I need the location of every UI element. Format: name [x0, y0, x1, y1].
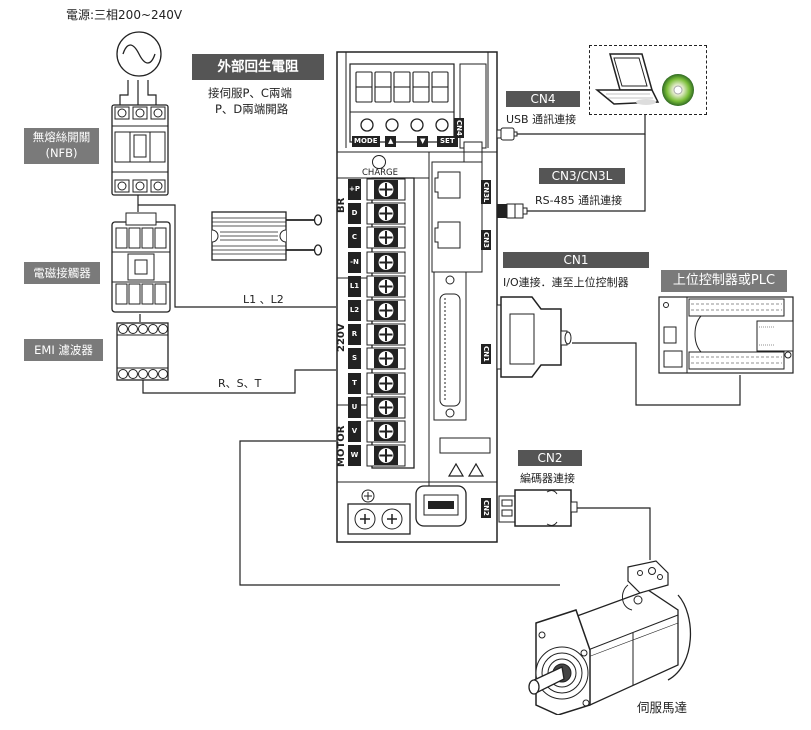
terminal-screw-icon: [366, 444, 406, 467]
terminal-c: C: [348, 226, 412, 249]
regen-resistor-title: 外部回生電阻: [192, 54, 324, 80]
emi-filter-label: EMI 濾波器: [24, 339, 103, 361]
terminal-screw-icon: [366, 347, 406, 370]
terminal-v: V: [348, 420, 412, 443]
terminal-screw-icon: [366, 299, 406, 322]
cn2-plug-drawing: [498, 489, 578, 527]
terminal-label: L2: [348, 300, 361, 321]
terminal-label: D: [348, 203, 361, 225]
terminal-label: W: [348, 445, 361, 467]
ac-sine-icon: [116, 31, 162, 77]
terminal-screw-icon: [366, 372, 406, 395]
cn2-desc: 編碼器連接: [520, 472, 575, 485]
warning-icons: [447, 462, 485, 477]
terminal-t: T: [348, 372, 412, 395]
terminal-l1: L1: [348, 275, 412, 298]
terminal-label: V: [348, 421, 361, 442]
terminal-screw-icon: [366, 202, 406, 225]
rs485-plug-icon: [497, 203, 528, 219]
plc-label: 上位控制器或PLC: [661, 270, 787, 292]
cn2-title: CN2: [518, 450, 582, 466]
terminal-screw-icon: [366, 251, 406, 274]
terminal-label: U: [348, 396, 361, 418]
wiring-rst-label: R、S、T: [218, 377, 262, 390]
usb-plug-icon: [496, 127, 518, 141]
terminal-p: +P: [348, 178, 412, 201]
terminal-label: C: [348, 227, 361, 249]
terminal-r: R: [348, 323, 412, 346]
terminal-w: W: [348, 444, 412, 467]
plc-drawing: [658, 296, 794, 374]
cn4-title: CN4: [506, 91, 580, 107]
wiring-l1-l2-label: L1 、L2: [243, 293, 284, 306]
port-tag-cn3: CN3: [481, 230, 491, 250]
cn1-desc: I/O連接．連至上位控制器: [503, 276, 629, 289]
terminal-label: +P: [348, 179, 361, 200]
emi-filter-drawing: [116, 322, 169, 381]
terminal-d: D: [348, 202, 412, 225]
terminal-screw-icon: [366, 420, 406, 443]
port-tag-cn2: CN2: [481, 498, 491, 518]
terminal-group-motor: MOTOR: [336, 425, 347, 467]
servo-motor-drawing: [528, 560, 692, 715]
port-tag-cn1: CN1: [481, 344, 491, 364]
terminal-group-br: BR: [336, 197, 347, 213]
regen-resistor-note-2: P、D兩端開路: [215, 102, 289, 116]
terminal-screw-icon: [366, 323, 406, 346]
terminal-u: U: [348, 396, 412, 419]
terminal-l2: L2: [348, 299, 412, 322]
down-button[interactable]: ▼: [417, 136, 429, 147]
terminal-screw-icon: [366, 275, 406, 298]
nfb-label: 無熔絲開關 (NFB): [24, 128, 99, 164]
software-cd-icon: [662, 74, 694, 106]
port-tag-cn4: CN4: [454, 118, 464, 138]
nfb-breaker-drawing: [111, 104, 169, 196]
terminal-screw-icon: [366, 396, 406, 419]
terminal-n: -N: [348, 251, 412, 274]
terminal-screw-icon: [366, 178, 406, 201]
contactor-drawing: [111, 212, 171, 313]
nfb-label-line1: 無熔絲開關: [32, 130, 91, 144]
cn3-desc: RS-485 通訊連接: [535, 194, 623, 207]
up-button[interactable]: ▲: [385, 136, 397, 147]
power-source-label: 電源:三相200~240V: [66, 8, 183, 22]
charge-label: CHARGE: [362, 168, 399, 178]
seven-segment-display: [355, 71, 449, 103]
cn1-title: CN1: [503, 252, 649, 268]
pc-software-box: [589, 45, 707, 115]
drive-panel-buttons: MODE ▲ ▼ SET: [352, 136, 462, 147]
set-button[interactable]: SET: [437, 136, 458, 147]
terminal-label: L1: [348, 275, 361, 297]
cn3-title: CN3/CN3L: [539, 168, 625, 184]
terminal-label: -N: [348, 251, 361, 273]
terminal-label: R: [348, 324, 361, 346]
regen-resistor-note-1: 接伺服P、C兩端: [208, 86, 292, 100]
cn4-desc: USB 通訊連接: [506, 113, 577, 126]
terminal-group-220v: 220V: [336, 323, 347, 352]
terminal-s: S: [348, 347, 412, 370]
port-tag-cn3l: CN3L: [481, 180, 491, 205]
mode-button[interactable]: MODE: [352, 136, 380, 147]
contactor-label: 電磁接觸器: [24, 262, 100, 284]
terminal-screw-icon: [366, 226, 406, 249]
regen-resistor-drawing: [211, 211, 323, 261]
cn1-plug-drawing: [496, 296, 572, 378]
terminal-label: S: [348, 348, 361, 370]
servo-drive: [336, 51, 498, 543]
nfb-label-line2: (NFB): [45, 145, 78, 160]
laptop-icon: [594, 53, 660, 105]
terminal-label: T: [348, 372, 361, 394]
servo-motor-label: 伺服馬達: [637, 700, 688, 715]
